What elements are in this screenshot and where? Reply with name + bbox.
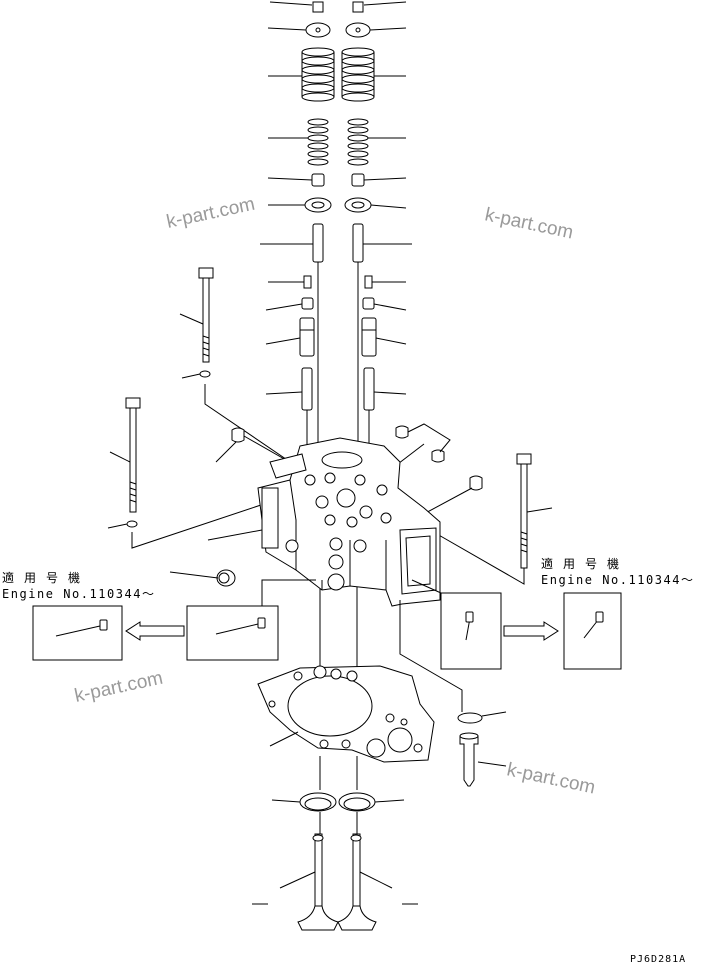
watermark: k-part.com	[505, 759, 597, 798]
plug-top-right	[389, 423, 451, 471]
valve-cotters	[269, 1, 407, 13]
callout-left: 適用号機 Engine No.110344～	[2, 570, 316, 661]
callout-right: 適用号機 Engine No.110344～	[411, 556, 693, 670]
crosshead-guides	[265, 367, 407, 411]
spring-retainers	[267, 22, 407, 38]
crosshead-adjust-screws	[268, 275, 406, 289]
plug-right	[419, 475, 483, 517]
assembly-guidelines	[306, 262, 370, 834]
head-bolt-middle	[107, 397, 301, 549]
watermark: k-part.com	[165, 194, 257, 233]
injector-sleeve	[399, 600, 507, 787]
valve-guides	[260, 223, 412, 263]
watermark: k-part.com	[483, 204, 575, 243]
cylinder-head	[207, 437, 441, 607]
crossheads	[265, 317, 407, 357]
outer-valve-springs	[268, 47, 406, 102]
lock-nuts	[265, 297, 407, 311]
head-gasket	[257, 665, 435, 763]
head-bolt-long	[179, 267, 303, 471]
head-bolt-right	[429, 453, 553, 585]
intake-exhaust-valves	[252, 833, 418, 931]
valve-seat-inserts	[271, 792, 405, 812]
callout-right-title: 適用号機	[541, 556, 619, 571]
plug-left	[215, 427, 301, 469]
spring-seats	[268, 197, 407, 213]
side-plug	[169, 569, 236, 587]
callout-left-engine: Engine No.110344～	[2, 587, 154, 601]
watermark: k-part.com	[73, 668, 165, 707]
drawing-code: PJ6D281A	[630, 954, 686, 965]
callout-left-title: 適用号機	[2, 570, 80, 585]
inner-valve-springs	[268, 118, 406, 166]
callout-right-engine: Engine No.110344～	[541, 573, 693, 587]
valve-stem-seals	[267, 173, 407, 187]
